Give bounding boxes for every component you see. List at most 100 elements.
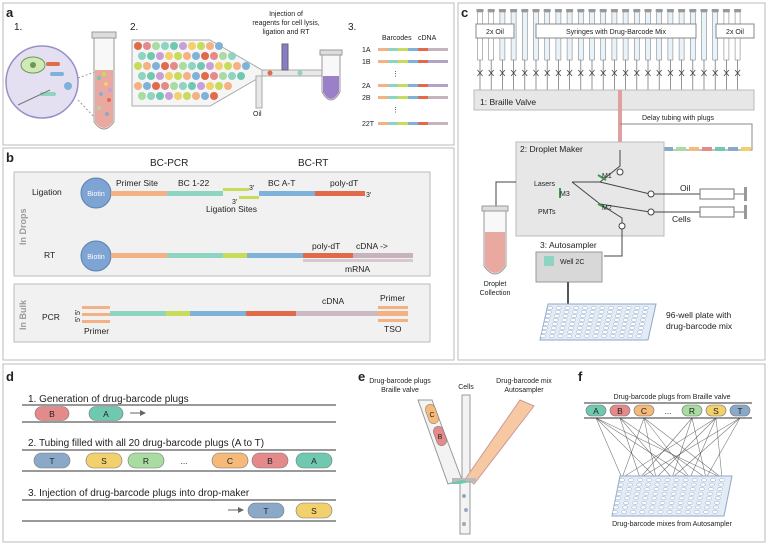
valve-symbol [712, 69, 719, 77]
plate-well [583, 334, 590, 338]
biotin-label-2: Biotin [87, 254, 105, 261]
mix-label-line2: Autosampler [504, 387, 544, 394]
plate-well [570, 318, 577, 322]
panel-b-letter: b [6, 150, 14, 165]
panel-def-border [2, 363, 766, 543]
hopper-droplet [197, 42, 205, 50]
biotin-label-1: Biotin [87, 191, 105, 198]
plate-well [605, 318, 611, 322]
barcode-segment [418, 96, 428, 99]
oil-left-label: 2x Oil [486, 29, 504, 36]
hopper-droplet [143, 42, 151, 50]
combination-line [715, 417, 723, 479]
plate-well [629, 326, 636, 330]
plug-a [585, 404, 607, 417]
plate-well [614, 501, 620, 505]
plate-well [709, 482, 715, 487]
panel-f-letter: f [578, 369, 583, 384]
ligation-sites-label: Ligation Sites [206, 204, 257, 214]
plate-label-line1: 96-well plate with [666, 310, 731, 320]
plug-b [251, 452, 289, 469]
plate-well [713, 505, 719, 510]
hopper-droplet [237, 72, 245, 80]
barcode-row-label: 22T [362, 121, 375, 128]
tso-mid [378, 311, 408, 316]
plate-well [551, 322, 558, 326]
hopper-droplet [170, 62, 178, 70]
syringe-plunger [521, 9, 529, 12]
plate-well [554, 310, 561, 314]
syringe-plunger [711, 9, 719, 12]
plate-well [623, 314, 630, 318]
plate-well [634, 491, 641, 496]
hopper-droplet [138, 72, 146, 80]
droplet-hopper [131, 39, 323, 109]
syringe-plunger [577, 9, 585, 12]
plate-well [688, 491, 695, 496]
hopper-droplet [201, 72, 209, 80]
syringe-plunger [644, 9, 652, 12]
oil-label-a: Oil [253, 111, 262, 118]
hopper-droplet [161, 62, 169, 70]
plate-well [685, 505, 692, 510]
plate-well [697, 491, 704, 496]
cells-label-e: Cells [458, 384, 474, 391]
syringe-plunger [510, 9, 518, 12]
well-label: Well 2C [560, 259, 584, 266]
plate-well [663, 482, 670, 487]
combination-line [621, 417, 717, 479]
valve-symbol [678, 69, 685, 77]
hopper-droplet [219, 72, 227, 80]
combination-lines [595, 417, 741, 479]
plate-well [592, 334, 599, 338]
hopper-droplet [242, 62, 250, 70]
plate-well [691, 478, 698, 482]
plate-well [632, 314, 639, 318]
tso-top [378, 306, 408, 309]
five-prime-2: 5' [75, 310, 82, 315]
combination-line [595, 417, 691, 479]
syringe-plunger [722, 9, 730, 12]
plug-c [633, 404, 655, 417]
plate-well [622, 318, 629, 322]
injection-line3: ligation and RT [263, 29, 311, 36]
plate-well [655, 478, 662, 482]
plate-well [670, 491, 677, 496]
syringe-plunger [622, 9, 630, 12]
plug-label: ... [664, 406, 671, 416]
bc-a-t-segment [259, 191, 315, 196]
plug-s [85, 452, 123, 469]
droplet-maker-box [515, 141, 665, 237]
barcode-row-label: 1A [362, 47, 371, 54]
syringe-array [476, 9, 742, 90]
cells-syringe [699, 205, 747, 219]
rt-bc1-segment [167, 253, 223, 258]
plate-well [619, 478, 625, 482]
hopper-droplet [201, 92, 209, 100]
pcr-primer-mid [82, 313, 110, 316]
hopper-droplet [215, 62, 223, 70]
plate-well [660, 496, 667, 501]
hopper-droplet [138, 92, 146, 100]
hopper-droplet [165, 52, 173, 60]
hopper-droplet [161, 82, 169, 90]
hopper-droplet [210, 52, 218, 60]
plate-well [566, 334, 573, 338]
syringe-plunger [689, 9, 697, 12]
plate-well [628, 478, 634, 482]
plate-well [582, 306, 588, 310]
plate-well [690, 482, 697, 487]
cdna-arrow-label: cDNA -> [356, 241, 388, 251]
plate-well [719, 478, 725, 482]
syringe-plunger [476, 9, 484, 12]
plate-well [694, 505, 701, 510]
syringe-plunger [588, 9, 596, 12]
plate-well [569, 322, 576, 326]
hopper-droplet [224, 62, 232, 70]
plug-label: B [617, 406, 623, 416]
valve-symbol [723, 69, 730, 77]
in-drops-label: In Drops [18, 208, 28, 245]
hopper-droplet [147, 52, 155, 60]
plate-well [621, 322, 628, 326]
hopper-droplet [161, 42, 169, 50]
